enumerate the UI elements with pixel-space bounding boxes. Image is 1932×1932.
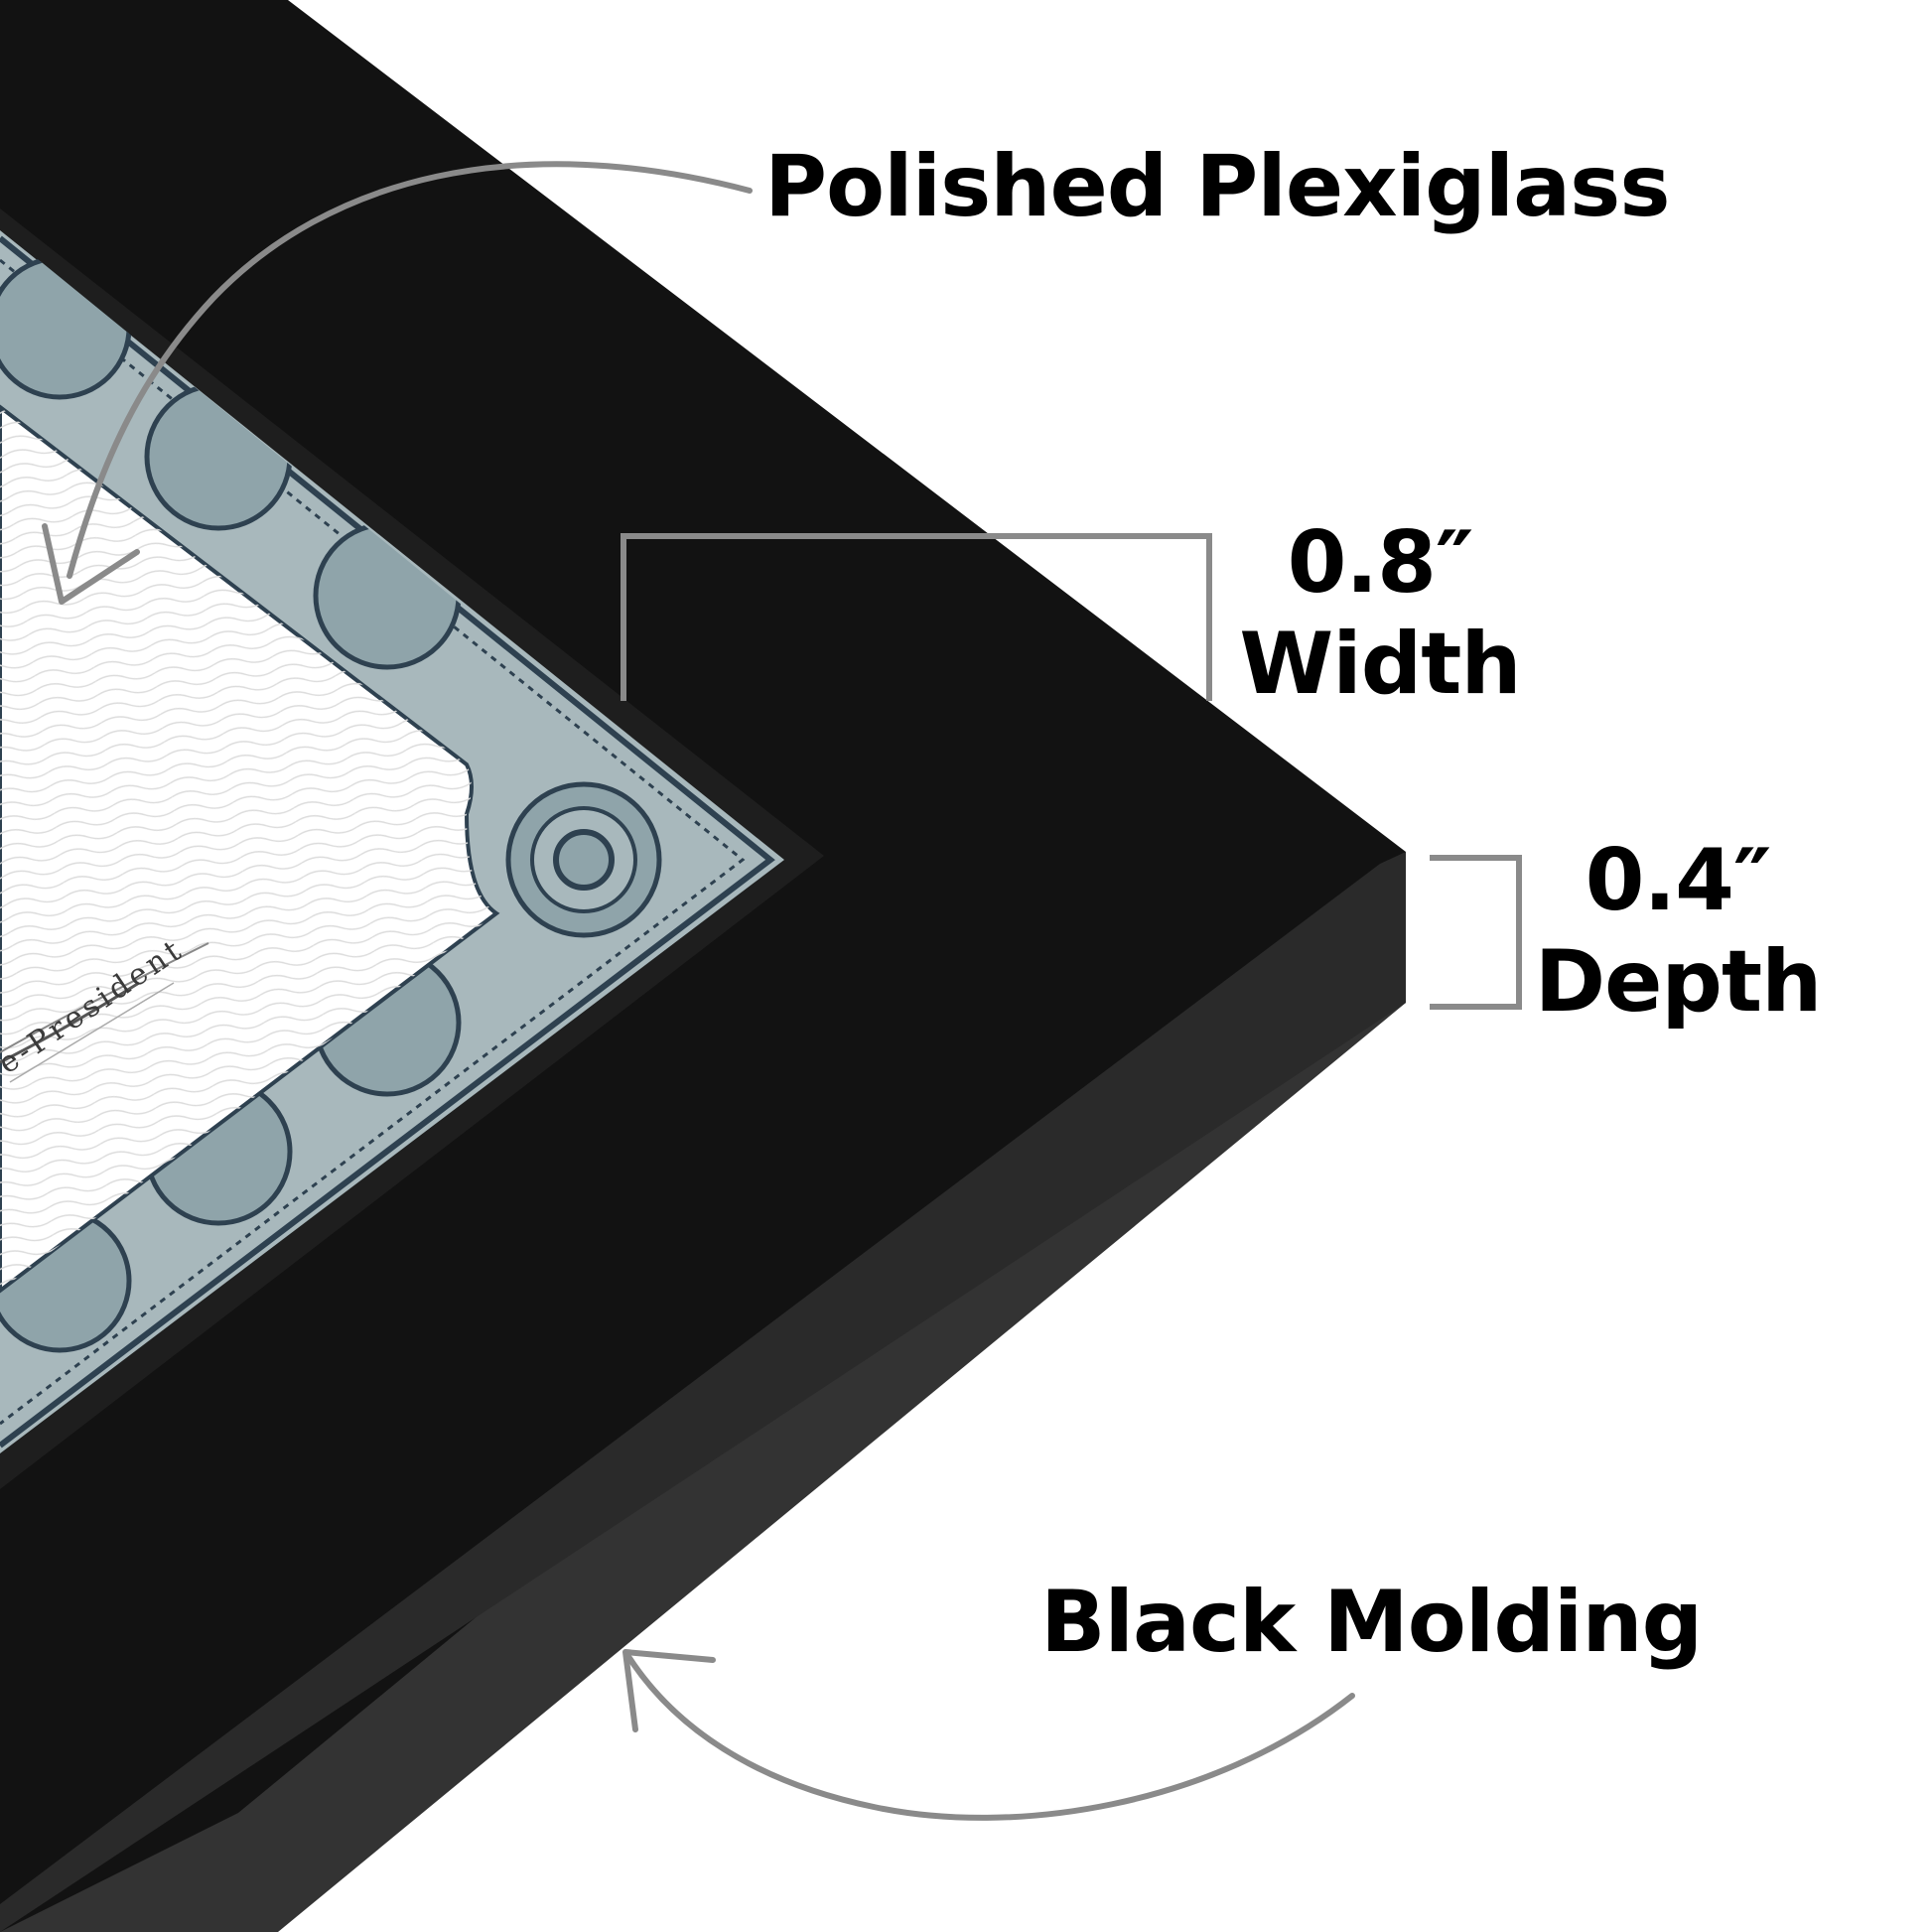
width-value: 0.8″ [1287, 513, 1474, 613]
width-bracket [621, 533, 1212, 701]
depth-bracket [1430, 855, 1522, 1010]
depth-value: 0.4″ [1585, 831, 1772, 930]
width-label: 0.8″ Width [1231, 512, 1529, 715]
width-text: Width [1239, 615, 1521, 714]
certificate-wave-texture [0, 407, 496, 1291]
depth-text: Depth [1534, 932, 1823, 1032]
plexiglass-callout-arrow [42, 161, 753, 605]
signature-mark [0, 942, 209, 1083]
frame-bottom-edge [0, 852, 1406, 1932]
molding-label: Black Molding [1040, 1573, 1703, 1672]
plexiglass-label: Polished Plexiglass [764, 137, 1671, 236]
frame-front-face [0, 0, 1406, 1932]
molding-callout-arrow [622, 1649, 1355, 1821]
depth-label: 0.4″ Depth [1529, 830, 1827, 1033]
